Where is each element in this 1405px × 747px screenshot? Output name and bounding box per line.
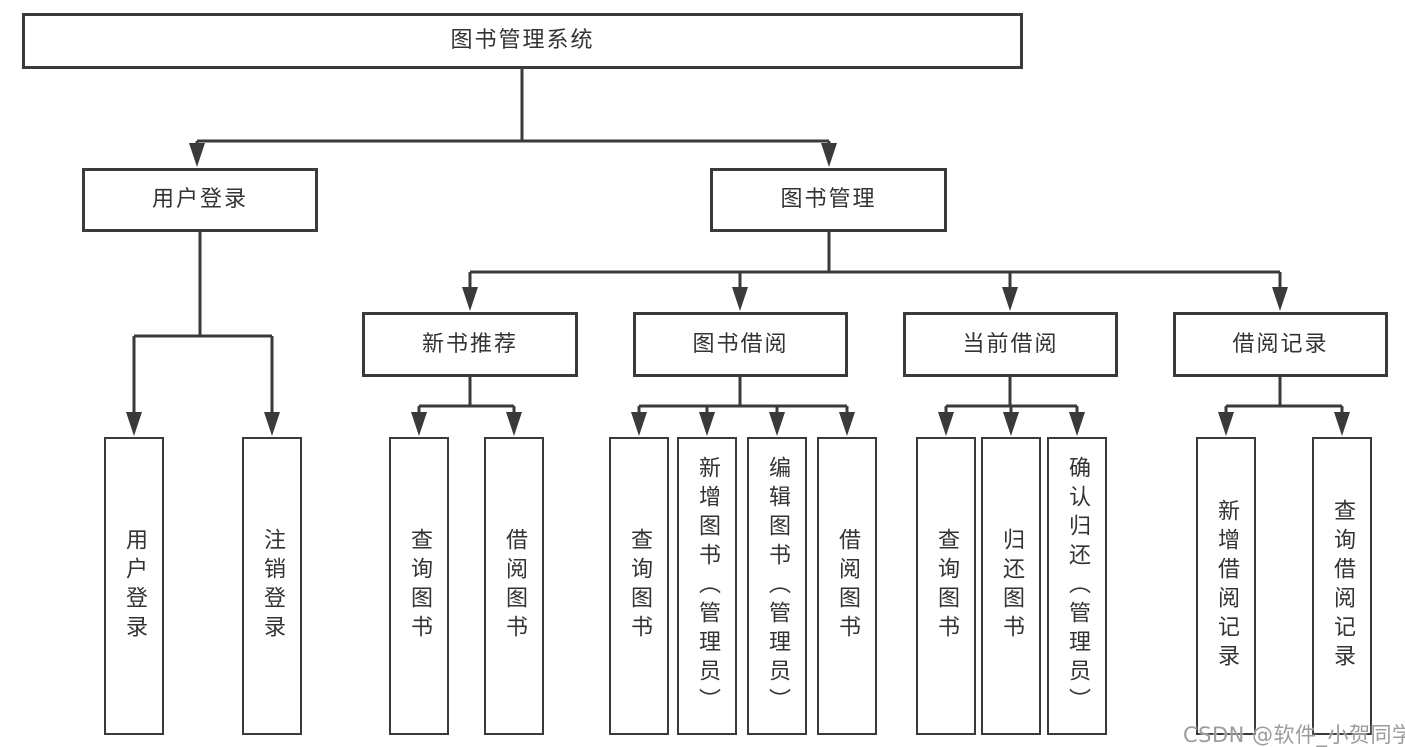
node-borrow-records: 借阅记录 bbox=[1173, 312, 1388, 377]
arrowhead-borrow-records bbox=[1272, 287, 1288, 311]
arrowhead-return-books bbox=[1003, 412, 1019, 436]
csdn-watermark: CSDN @软件_小贺同学 bbox=[1183, 723, 1405, 747]
arrowhead-query-books-3 bbox=[938, 412, 954, 436]
arrowhead-borrow-books-1 bbox=[506, 412, 522, 436]
arrowhead-book-management bbox=[821, 143, 837, 167]
connector-current-borrow-children bbox=[944, 377, 1079, 416]
arrowhead-confirm-return-admin bbox=[1069, 412, 1085, 436]
node-user-login: 用户登录 bbox=[82, 168, 318, 232]
connector-user-login-children bbox=[132, 232, 274, 414]
connector-borrow-records-children bbox=[1224, 377, 1344, 416]
arrowhead-borrow-books-2 bbox=[839, 412, 855, 436]
node-query-books-1: 查询图书 bbox=[389, 437, 449, 735]
arrowhead-query-books-2 bbox=[631, 412, 647, 436]
arrowhead-user-login-leaf bbox=[126, 412, 142, 436]
node-add-books-admin: 新增图书（管理员） bbox=[677, 437, 737, 735]
node-add-borrow-record: 新增借阅记录 bbox=[1196, 437, 1256, 735]
arrowhead-query-borrow-record bbox=[1334, 412, 1350, 436]
node-borrow-books-1: 借阅图书 bbox=[484, 437, 544, 735]
arrowhead-user-login bbox=[189, 143, 205, 167]
connector-book-borrow-children bbox=[637, 377, 849, 416]
arrowhead-new-book-recommend bbox=[462, 287, 478, 311]
arrowhead-book-borrow bbox=[732, 287, 748, 311]
node-logout-leaf: 注销登录 bbox=[242, 437, 302, 735]
node-new-book-recommend: 新书推荐 bbox=[362, 312, 578, 377]
connector-book-management-children bbox=[468, 232, 1282, 289]
node-book-management: 图书管理 bbox=[710, 168, 947, 232]
node-edit-books-admin: 编辑图书（管理员） bbox=[747, 437, 807, 735]
arrowhead-query-books-1 bbox=[411, 412, 427, 436]
node-user-login-leaf: 用户登录 bbox=[104, 437, 164, 735]
node-book-borrow: 图书借阅 bbox=[633, 312, 848, 377]
node-current-borrow: 当前借阅 bbox=[903, 312, 1118, 377]
node-query-borrow-record: 查询借阅记录 bbox=[1312, 437, 1372, 735]
node-return-books: 归还图书 bbox=[981, 437, 1041, 735]
arrowhead-current-borrow bbox=[1002, 287, 1018, 311]
node-query-books-2: 查询图书 bbox=[609, 437, 669, 735]
arrowhead-add-borrow-record bbox=[1218, 412, 1234, 436]
arrowhead-add-books-admin bbox=[699, 412, 715, 436]
connector-new-book-recommend-children bbox=[417, 377, 516, 416]
node-borrow-books-2: 借阅图书 bbox=[817, 437, 877, 735]
node-query-books-3: 查询图书 bbox=[916, 437, 976, 735]
arrowhead-logout-leaf bbox=[264, 412, 280, 436]
connector-root-to-level2 bbox=[195, 69, 831, 147]
node-library-management-system: 图书管理系统 bbox=[22, 13, 1023, 69]
node-confirm-return-admin: 确认归还（管理员） bbox=[1047, 437, 1107, 735]
arrowhead-edit-books-admin bbox=[769, 412, 785, 436]
